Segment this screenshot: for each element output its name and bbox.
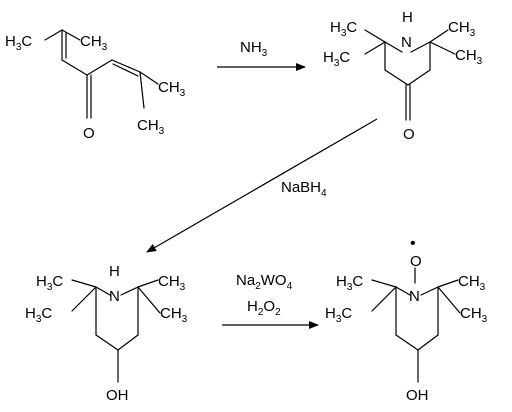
phorone-ch3-bottom: CH: [137, 117, 159, 134]
svg-text:CH3: CH3: [158, 273, 186, 293]
molecule-tempol-precursor: H N H3C H3C CH3 CH3 OH: [25, 263, 188, 404]
hydroxy-piperidine-bonds: [71, 279, 161, 383]
phorone-carbonyl-oxygen: O: [83, 125, 95, 142]
molecule-triacetonamine: H N H3C H3C CH3 CH3 O: [323, 9, 483, 143]
hydroxy-piperidine-nh-hydrogen: H: [109, 263, 120, 280]
hydroxy-piperidine-ch3-top: CH: [158, 273, 180, 290]
molecule-tempol: • O N H3C H3C CH3 CH3 OH: [325, 235, 488, 404]
svg-text:CH3: CH3: [448, 19, 476, 39]
svg-text:H3C: H3C: [25, 305, 52, 325]
tempol-h3c-top: H: [336, 273, 347, 290]
hydroxy-piperidine-h3c-bottom: H: [25, 305, 36, 322]
reagent-hydrogen-peroxide: H2O2: [247, 298, 281, 318]
arrow-step3: Na2WO4 H2O2: [222, 272, 319, 329]
hydroxy-piperidine-nitrogen: N: [109, 288, 120, 305]
svg-text:H3C: H3C: [325, 305, 352, 325]
tempol-h3c-bottom: H: [325, 305, 336, 322]
tempol-nitrogen: N: [409, 288, 420, 305]
svg-text:H3C: H3C: [36, 273, 63, 293]
triacetonamine-nitrogen: N: [401, 34, 412, 51]
arrow-step1: NH3: [217, 39, 306, 71]
triacetonamine-carbonyl-oxygen: O: [403, 126, 415, 143]
svg-text:H3C: H3C: [330, 19, 357, 39]
phorone-bonds: [44, 29, 159, 119]
triacetonamine-ch3-bottom: CH: [455, 47, 477, 64]
hydroxy-piperidine-ch3-bottom: CH: [160, 305, 182, 322]
svg-text:CH3: CH3: [458, 273, 486, 293]
tempol-nitroxide-oxygen: O: [410, 253, 422, 270]
phorone-ch3-right: CH: [158, 79, 180, 96]
tempol-bonds: [371, 267, 461, 383]
hydroxy-piperidine-hydroxyl: OH: [106, 387, 129, 404]
reagent-ammonia: NH3: [240, 39, 268, 59]
svg-text:CH3: CH3: [80, 33, 108, 53]
svg-text:CH3: CH3: [158, 79, 186, 99]
tempol-ch3-top: CH: [458, 273, 480, 290]
svg-text:CH3: CH3: [160, 305, 188, 325]
svg-text:CH3: CH3: [460, 305, 488, 325]
svg-text:H3C: H3C: [336, 273, 363, 293]
triacetonamine-nh-hydrogen: H: [402, 9, 413, 26]
svg-text:CH3: CH3: [455, 47, 483, 67]
triacetonamine-bonds: [364, 29, 456, 121]
triacetonamine-ch3-top: CH: [448, 19, 470, 36]
triacetonamine-h3c-bottom: H: [323, 49, 334, 66]
svg-text:CH3: CH3: [137, 117, 165, 137]
phorone-ch3-top: CH: [80, 33, 102, 50]
tempol-radical-dot: •: [410, 235, 416, 252]
phorone-h3c-left: H: [5, 33, 16, 50]
tempol-hydroxyl: OH: [406, 387, 429, 404]
tempol-ch3-bottom: CH: [460, 305, 482, 322]
svg-text:H3C: H3C: [323, 49, 350, 69]
triacetonamine-h3c-top: H: [330, 19, 341, 36]
reagent-sodium-borohydride: NaBH4: [281, 179, 327, 199]
reagent-sodium-tungstate: Na2WO4: [236, 272, 293, 292]
arrow-step2: NaBH4: [146, 118, 378, 253]
molecule-phorone: H3C CH3 CH3 CH3 O: [5, 29, 186, 142]
hydroxy-piperidine-h3c-top: H: [36, 273, 47, 290]
svg-text:H3C: H3C: [5, 33, 32, 53]
